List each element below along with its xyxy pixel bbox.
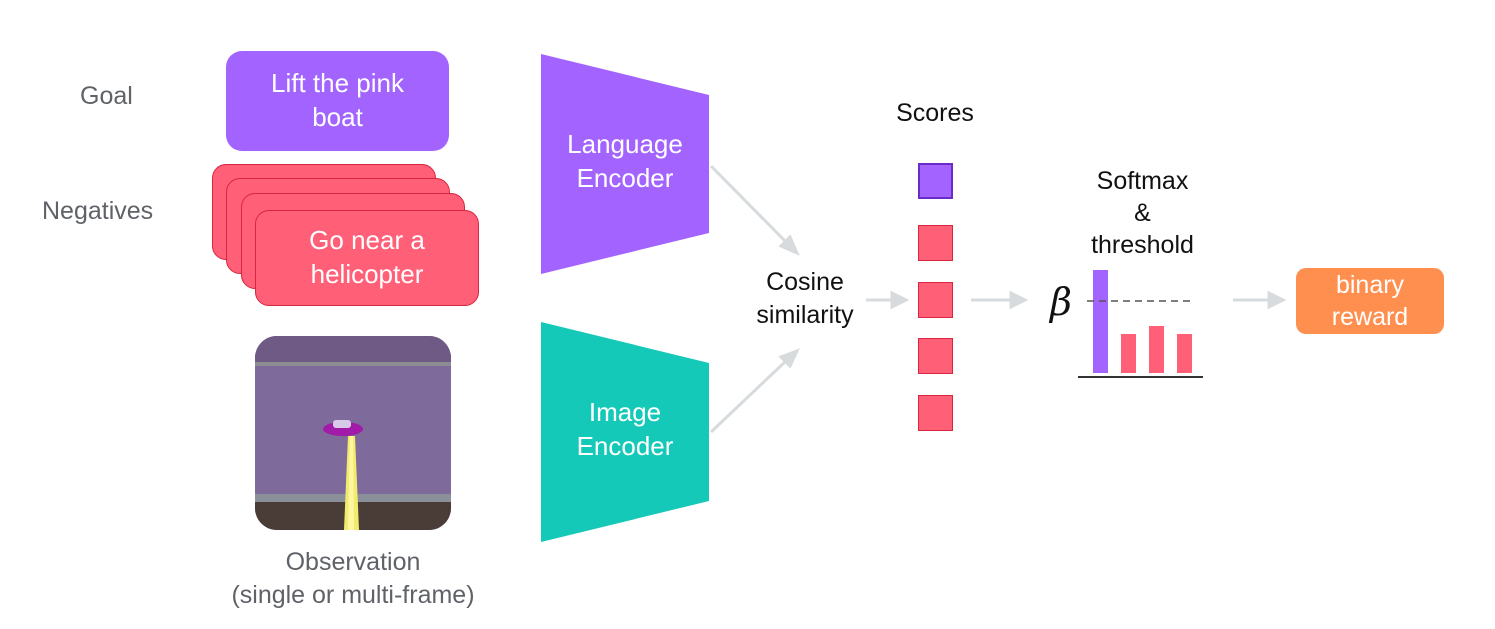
observation-label-line1: Observation: [285, 548, 421, 576]
arrow-head-image: [778, 348, 800, 369]
beta-symbol: β: [1050, 280, 1072, 324]
observation-scene: [255, 336, 451, 530]
softmax-bar-neg-3: [1177, 334, 1192, 373]
softmax-bar-neg-2: [1149, 326, 1164, 373]
negatives-label: Negatives: [42, 197, 154, 225]
score-negative-2: [918, 282, 953, 318]
observation-image: [255, 336, 451, 530]
arrow-image-to-cosine: [709, 358, 789, 434]
language-encoder-label: Language Encoder: [567, 129, 683, 193]
arrow-language-to-cosine: [709, 164, 789, 245]
observation-label: Observation (single or multi-frame): [196, 546, 510, 611]
negative-card-front: Go near a helicopter: [255, 210, 479, 306]
softmax-threshold-label: Softmax & threshold: [1070, 165, 1215, 261]
arrow-head-softmax: [1009, 290, 1029, 310]
goal-label: Goal: [80, 82, 133, 110]
scores-label: Scores: [896, 99, 974, 127]
softmax-label-line3: threshold: [1091, 231, 1194, 259]
softmax-label-line2: &: [1134, 199, 1151, 227]
language-encoder-shape: [541, 54, 709, 274]
image-encoder-label: Image Encoder: [576, 397, 674, 461]
score-negative-1: [918, 225, 953, 261]
negative-text: Go near a helicopter: [309, 225, 425, 289]
score-negative-4: [918, 395, 953, 431]
binary-reward-text: binary reward: [1331, 270, 1409, 332]
goal-text-box: Lift the pink boat: [226, 51, 449, 151]
softmax-bar-neg-1: [1121, 334, 1136, 373]
softmax-label-line1: Softmax: [1096, 167, 1189, 195]
image-encoder-shape: [541, 322, 709, 542]
score-negative-3: [918, 338, 953, 374]
cosine-similarity-label: Cosine similarity: [756, 268, 854, 329]
arrow-head-reward: [1267, 290, 1287, 310]
softmax-bar-goal: [1093, 270, 1108, 373]
observation-label-line2: (single or multi-frame): [231, 580, 475, 609]
arrow-head-language: [778, 234, 800, 256]
binary-reward-box: binary reward: [1296, 268, 1444, 334]
arrow-head-scores: [890, 290, 910, 310]
goal-text: Lift the pink boat: [271, 68, 404, 132]
score-goal: [918, 163, 953, 199]
